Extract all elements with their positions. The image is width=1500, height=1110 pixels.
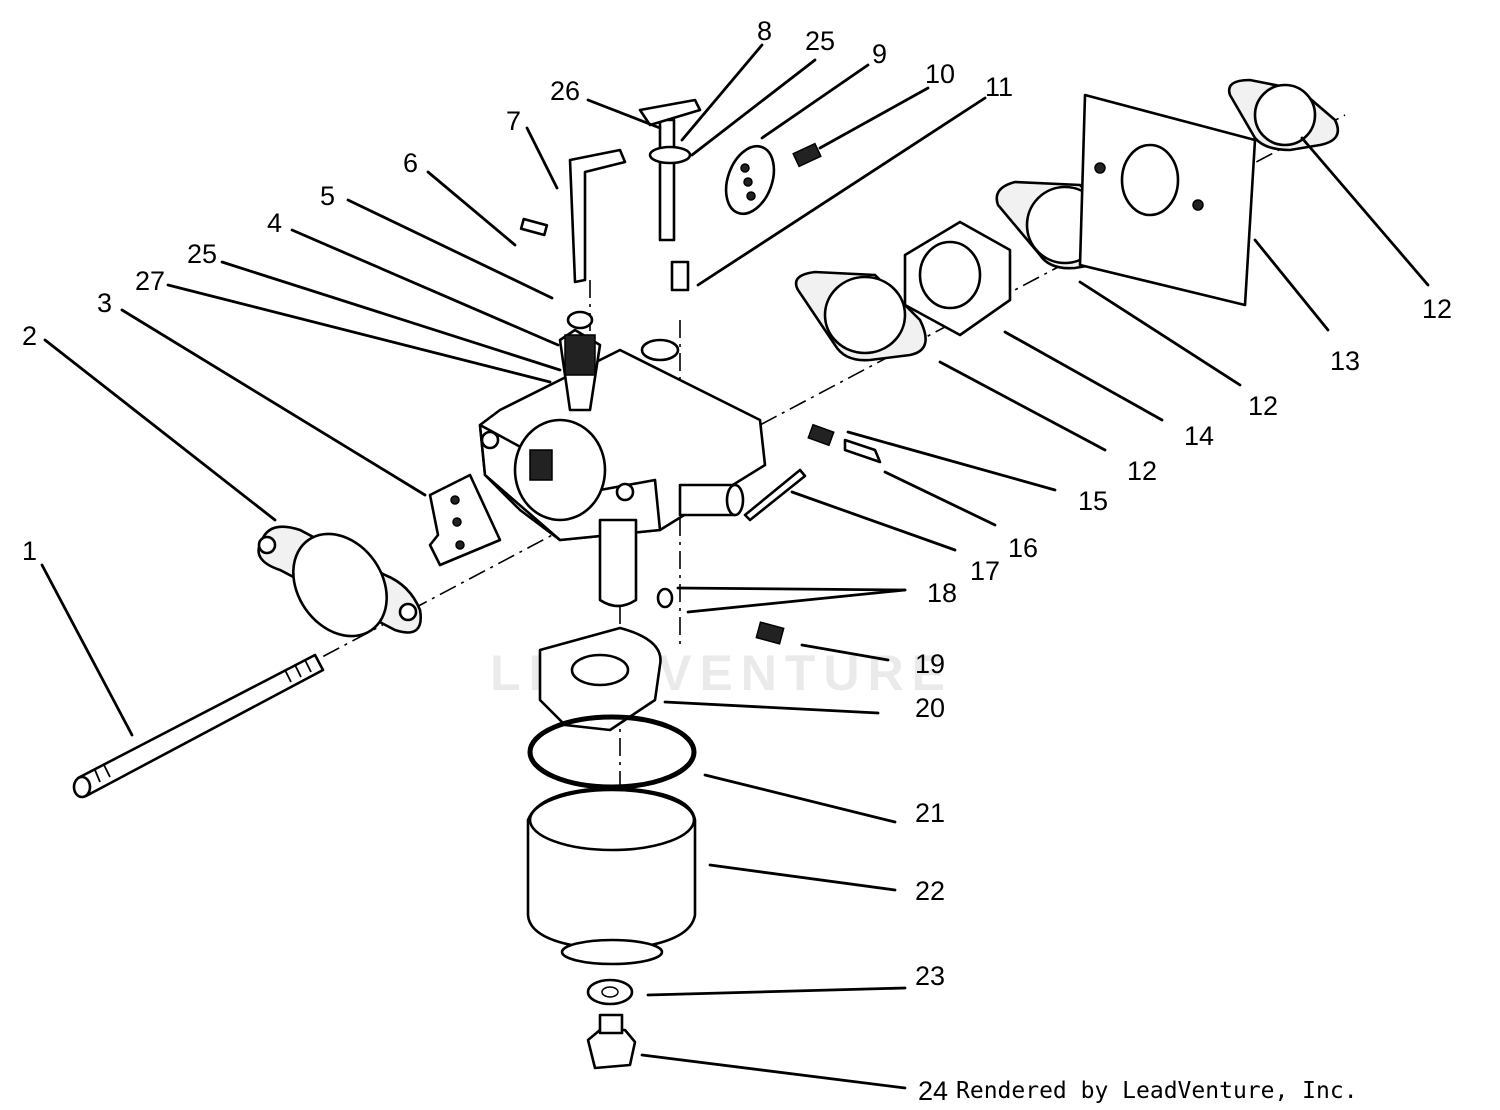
callout-labels: 1 2 3 4 5 6 7 8 25 9 10 11 26 25 27 12 1…: [22, 16, 1452, 1106]
callout-16: 16: [1008, 533, 1038, 563]
callout-15: 15: [1078, 486, 1108, 516]
plate-part-3: [428, 473, 502, 567]
callout-18: 18: [927, 578, 957, 608]
callout-12-far-right: 12: [1422, 294, 1452, 324]
gasket-part-2: [257, 525, 423, 638]
callout-12-right: 12: [1248, 391, 1278, 421]
callout-4: 4: [267, 208, 282, 238]
callout-21: 21: [915, 798, 945, 828]
callout-5: 5: [320, 181, 335, 211]
carburetor-body: [478, 328, 767, 608]
callout-11: 11: [985, 72, 1013, 102]
callout-7: 7: [506, 106, 521, 136]
lower-parts: [526, 423, 882, 1070]
callout-25-left: 25: [187, 239, 217, 269]
callout-17: 17: [970, 556, 1000, 586]
callout-12-mid: 12: [1127, 456, 1157, 486]
callout-27: 27: [135, 266, 165, 296]
callout-24: 24: [918, 1076, 948, 1106]
callout-1: 1: [22, 536, 37, 566]
callout-8: 8: [757, 16, 772, 46]
callout-13: 13: [1330, 346, 1360, 376]
callout-2: 2: [22, 321, 37, 351]
callout-10: 10: [925, 59, 955, 89]
callout-14: 14: [1184, 421, 1214, 451]
right-side-parts: [794, 78, 1340, 362]
callout-26: 26: [550, 76, 580, 106]
callout-6: 6: [403, 148, 418, 178]
stud-part-1: [72, 653, 325, 799]
callout-9: 9: [872, 39, 887, 69]
callout-23: 23: [915, 961, 945, 991]
callout-19: 19: [915, 649, 945, 679]
callout-20: 20: [915, 693, 945, 723]
upper-small-parts: [519, 98, 822, 330]
leader-lines: [40, 43, 1430, 1090]
callout-25-top: 25: [805, 26, 835, 56]
callout-3: 3: [97, 288, 112, 318]
callout-22: 22: [915, 876, 945, 906]
credit-text: Rendered by LeadVenture, Inc.: [956, 1078, 1358, 1104]
